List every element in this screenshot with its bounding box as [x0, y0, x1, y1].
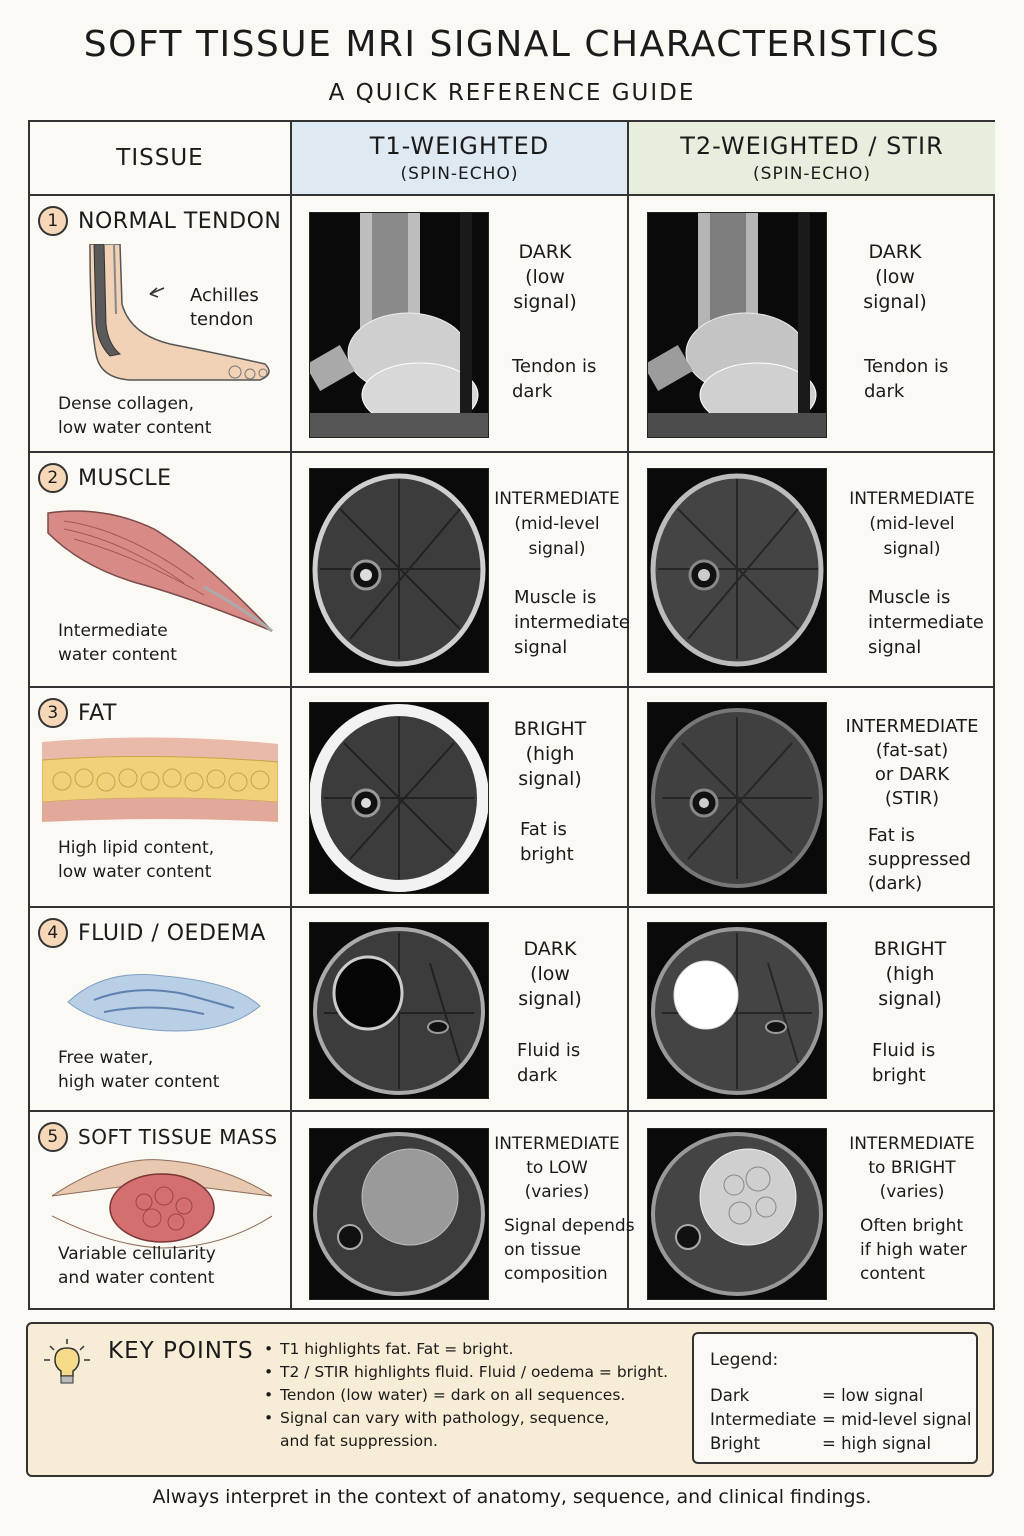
t1-signal-label: INTERMEDIATE to LOW (varies): [494, 1134, 620, 1202]
legend-row: Dark= low signal: [710, 1386, 924, 1405]
t2-signal-label: BRIGHT (high signal): [873, 938, 947, 1010]
row-mass-tissue: 5 SOFT TISSUE MASS Variable cellularity a…: [30, 1112, 290, 1308]
key-points-title: KEY POINTS: [108, 1338, 254, 1364]
t2-title: T2-WEIGHTED / STIR: [680, 132, 944, 160]
t1-tendon-mri: [305, 212, 489, 438]
tissue-name: MUSCLE: [78, 465, 172, 491]
row-number: 1: [38, 206, 68, 236]
tissue-description: Variable cellularity and water content: [58, 1244, 216, 1288]
t2-signal-label: DARK (low signal): [863, 241, 927, 313]
tissue-name: FAT: [78, 700, 117, 726]
t1-signal-label: DARK (low signal): [518, 938, 582, 1010]
t1-subtitle: (SPIN-ECHO): [400, 164, 519, 184]
page-subtitle: A QUICK REFERENCE GUIDE: [328, 80, 696, 106]
t2-signal-label: INTERMEDIATE (mid-level signal): [849, 489, 975, 559]
row-number: 3: [38, 698, 68, 728]
key-points-box: KEY POINTS T1 highlights fat. Fat = brig…: [26, 1322, 994, 1477]
legend-row: Bright= high signal: [710, 1434, 932, 1453]
t2-fluid-mri: [647, 922, 827, 1099]
tissue-description: High lipid content, low water content: [58, 838, 215, 882]
t1-note: Fluid is dark: [517, 1040, 581, 1086]
t1-note: Tendon is dark: [512, 356, 597, 402]
t2-subtitle: (SPIN-ECHO): [753, 164, 871, 184]
tissue-name: SOFT TISSUE MASS: [78, 1125, 278, 1149]
t2-note: Fat is suppressed (dark): [868, 825, 971, 894]
header-t1: T1-WEIGHTED (SPIN-ECHO): [292, 122, 627, 194]
t1-signal-label: DARK (low signal): [513, 241, 577, 313]
t1-signal-label: BRIGHT (high signal): [513, 718, 587, 790]
t2-muscle-mri: [647, 468, 827, 673]
t1-header-bg: [292, 122, 627, 194]
t2-mass-mri: [647, 1128, 827, 1300]
t2-signal-label: INTERMEDIATE (fat-sat) or DARK (STIR): [845, 716, 979, 809]
t2-header-bg: [629, 122, 995, 194]
reference-table: TISSUE T1-WEIGHTED (SPIN-ECHO) T2-WEIGHT…: [28, 120, 995, 1310]
key-point: T1 highlights fat. Fat = bright.: [264, 1338, 668, 1361]
t1-fluid-mri: [309, 922, 489, 1099]
t1-note: Muscle is intermediate signal: [514, 587, 630, 658]
t1-muscle-mri: [309, 468, 489, 673]
t2-signal-label: INTERMEDIATE to BRIGHT (varies): [849, 1134, 975, 1202]
page-title: SOFT TISSUE MRI SIGNAL CHARACTERISTICS: [83, 24, 941, 65]
key-point: Signal can vary with pathology, sequence…: [264, 1407, 668, 1453]
t2-note: Muscle is intermediate signal: [868, 587, 984, 658]
t1-fat-mri: [309, 702, 489, 894]
tissue-description: Intermediate water content: [58, 621, 177, 665]
key-points-list: T1 highlights fat. Fat = bright. T2 / ST…: [264, 1338, 668, 1453]
row-number: 4: [38, 918, 68, 948]
tissue-name: FLUID / OEDEMA: [78, 920, 266, 946]
row-fat-tissue: 3 FAT High lipid content, low water conte…: [30, 688, 290, 906]
legend-row: Intermediate= mid-level signal: [710, 1410, 972, 1429]
t1-note: Signal depends on tissue composition: [504, 1216, 635, 1284]
t2-tendon-mri: [643, 212, 827, 438]
key-point: Tendon (low water) = dark on all sequenc…: [264, 1384, 668, 1407]
tissue-description: Free water, high water content: [58, 1048, 220, 1092]
t1-signal-label: INTERMEDIATE (mid-level signal): [494, 489, 620, 559]
tissue-description: Dense collagen, low water content: [58, 394, 212, 438]
row-number: 5: [38, 1122, 68, 1152]
tissue-name: NORMAL TENDON: [78, 208, 282, 234]
t2-note: Fluid is bright: [872, 1040, 936, 1086]
illustration-label: Achilles tendon: [190, 285, 259, 330]
row-tendon-tissue: 1 NORMAL TENDON Achilles tendon Dense col…: [30, 196, 290, 451]
fat-illustration: [42, 737, 278, 822]
t2-note: Often bright if high water content: [860, 1216, 968, 1284]
t2-note: Tendon is dark: [864, 356, 949, 402]
t1-note: Fat is bright: [520, 819, 574, 865]
mass-illustration: [52, 1159, 272, 1249]
footer-note: Always interpret in the context of anato…: [152, 1486, 872, 1508]
water-illustration: [67, 973, 261, 1032]
legend-title: Legend:: [710, 1350, 779, 1370]
row-muscle-tissue: 2 MUSCLE Intermediate water content: [30, 453, 290, 686]
muscle-illustration: [47, 510, 273, 633]
lightbulb-icon: [44, 1339, 90, 1384]
t1-mass-mri: [309, 1128, 489, 1300]
key-point: T2 / STIR highlights fluid. Fluid / oede…: [264, 1361, 668, 1384]
legend-box: Legend: Dark= low signal Intermediate= m…: [692, 1332, 978, 1464]
t1-title: T1-WEIGHTED: [369, 132, 550, 160]
row-number: 2: [38, 463, 68, 493]
t2-fat-mri: [647, 702, 827, 894]
foot-tendon-illustration: [89, 244, 270, 381]
header-tissue: TISSUE: [116, 145, 204, 171]
row-fluid-tissue: 4 FLUID / OEDEMA Free water, high water c…: [30, 908, 290, 1110]
header-t2: T2-WEIGHTED / STIR (SPIN-ECHO): [629, 122, 995, 194]
